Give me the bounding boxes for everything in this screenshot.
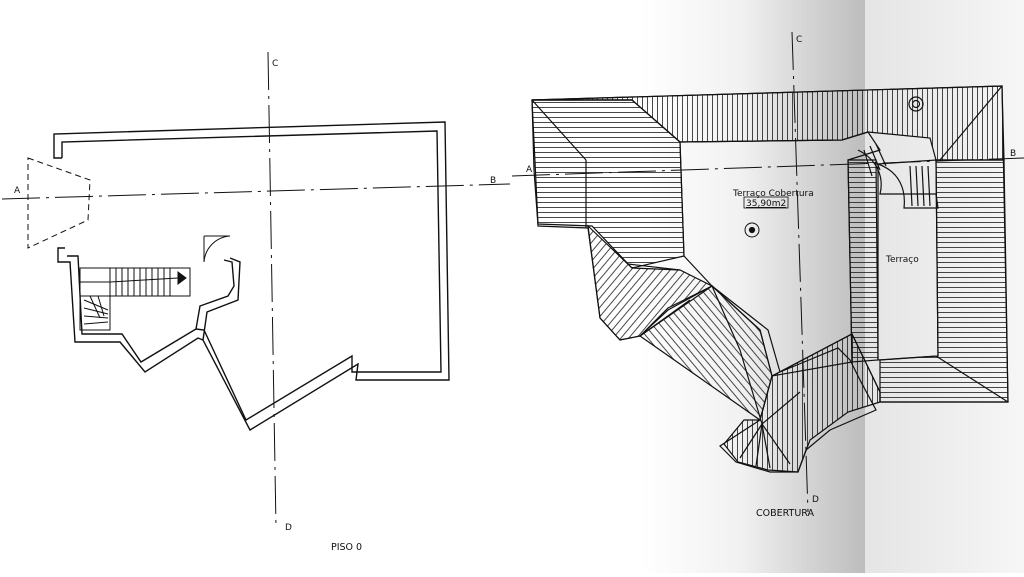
staircase-piso-0 <box>79 235 231 331</box>
section-mark-a-left: A <box>14 186 21 196</box>
section-line-cd <box>267 51 277 529</box>
plan-title-cobertura: COBERTURA <box>756 508 815 519</box>
roof-plan-cobertura: Terraço Cobertura 35,90m2 Terraço A B C … <box>511 31 1024 519</box>
label-terrace-roof: Terraço Cobertura <box>732 189 814 199</box>
label-terrace: Terraço <box>885 255 919 265</box>
section-mark-a-right: A <box>526 165 533 175</box>
section-line-cd-roof <box>791 31 809 513</box>
area-box <box>743 196 789 209</box>
plan-title-piso-0: PISO 0 <box>331 542 362 553</box>
roof-outlines <box>531 85 1009 473</box>
outer-walls <box>53 121 450 431</box>
floor-plan-piso-0: A B C D PISO 0 <box>1 51 511 553</box>
section-mark-c-left: C <box>272 59 278 69</box>
drain-circle-terrace <box>744 222 760 238</box>
section-line-ab <box>1 183 511 200</box>
label-area: 35,90m2 <box>746 199 786 209</box>
section-mark-d-right: D <box>812 495 819 505</box>
section-line-ab-roof <box>511 157 1024 177</box>
section-mark-c-right: C <box>796 35 802 45</box>
vent-circle-top <box>908 96 924 112</box>
dashed-canopy-outline <box>27 157 91 249</box>
section-mark-b-right: B <box>1010 149 1016 159</box>
section-mark-b-left: B <box>490 176 496 186</box>
section-mark-d-left: D <box>285 523 292 533</box>
